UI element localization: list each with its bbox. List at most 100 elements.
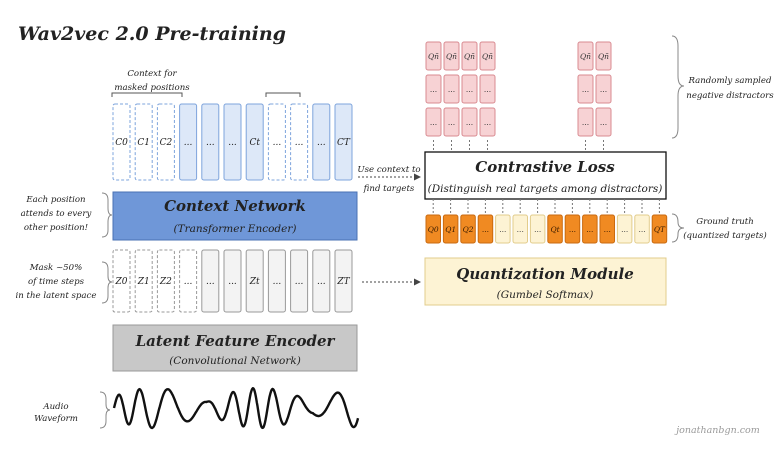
context-cell-10-box [334,103,353,181]
quant-cell-8: ... [564,214,581,244]
ground-truth-label-1: Ground truth [696,217,754,227]
negative-cell-c2-r0-box [461,41,478,71]
quant-cell-10: ... [599,214,615,244]
negative-cell-c4-r1: ... [577,74,594,104]
mask-brace [101,261,113,304]
context-cell-6: Ct [245,103,264,181]
context-cell-3: ... [179,103,198,181]
each-position-brace [101,192,113,238]
context-cell-10: CT [334,103,353,181]
context-cell-8-box [290,103,309,181]
negative-cell-c1-r0-box [443,41,460,71]
latent-cell-8: ... [290,249,309,313]
negative-cell-c1-r0-label: Qñ [446,52,457,61]
each-position-label-3: other position! [24,223,88,233]
latent-cell-1-box [134,249,153,313]
quant-cell-1-box [442,214,459,244]
quant-cell-13-box [651,214,668,244]
mask-label-1: Mask ~50% [29,263,83,273]
audio-brace [99,391,111,429]
negative-cell-c5-r1-label: ... [600,85,607,94]
latent-cell-1-label: Z1 [137,277,150,287]
negative-cell-c2-r2: ... [461,107,478,137]
context-cell-4-box [201,103,220,181]
latent-cell-3-label: ... [184,277,193,287]
quant-cell-10-label: ... [604,225,611,234]
negative-cell-c3-r1: ... [479,74,496,104]
negative-cell-c3-r1-label: ... [484,85,491,94]
negative-cell-c0-r2-box [425,107,442,137]
latent-cell-2-label: Z2 [159,277,172,287]
negatives-label-1: Randomly sampled [687,76,772,86]
context-cell-2: C2 [156,103,175,181]
negative-cell-c4-r0: Qñ [577,41,594,71]
each-position-label-1: Each position [25,195,85,205]
negative-cell-c0-r2-label: ... [430,118,437,127]
quant-cell-1-label: Q1 [445,225,456,234]
negative-cell-c0-r1-box [425,74,442,104]
negative-cell-c1-r1-box [443,74,460,104]
context-cell-6-box [245,103,264,181]
quant-cell-9-label: ... [586,225,593,234]
context-cell-1: C1 [134,103,153,181]
watermark: jonathanbgn.com [674,425,760,436]
mask-label-3: in the latent space [16,291,97,301]
context-cell-5: ... [223,103,242,181]
context-cell-1-label: C1 [137,138,150,148]
latent-cell-6: Zt [245,249,264,313]
negative-cell-c0-r1-label: ... [430,85,437,94]
audio-label-1: Audio [42,402,68,412]
quant-cell-9-box [582,214,598,244]
latent-cell-1: Z1 [134,249,153,313]
negative-cell-c1-r2-box [443,107,460,137]
contrastive-loss-subtitle: (Distinguish real targets among distract… [428,183,663,195]
context-cell-2-label: C2 [160,138,173,148]
negative-cell-c2-r1-label: ... [466,85,473,94]
quant-cell-9: ... [582,214,598,244]
quant-cell-1: Q1 [442,214,459,244]
masked-brackets [111,92,301,97]
quant-cell-11-box [616,214,633,244]
latent-encoder-title: Latent Feature Encoder [135,332,336,350]
context-cell-4-label: ... [206,138,215,148]
audio-waveform [112,386,360,430]
latent-cell-7-label: ... [273,277,282,287]
latent-cell-10-label: ZT [336,277,350,287]
latent-cell-6-box [245,249,264,313]
negative-cell-c0-r0: Qñ [425,41,442,71]
context-cell-3-box [179,103,198,181]
negative-cell-c0-r0-label: Qñ [428,52,439,61]
latent-encoder-box [112,324,358,372]
negative-cell-c5-r2-box [595,107,612,137]
negative-cell-c4-r1-box [577,74,594,104]
context-cell-4: ... [201,103,220,181]
context-cell-7-label: ... [273,138,282,148]
latent-cell-7-box [267,249,286,313]
quant-cell-5-label: ... [517,225,524,234]
quant-cell-8-label: ... [569,225,576,234]
context-masked-label-2: masked positions [114,83,190,93]
context-cell-0: C0 [112,103,131,181]
quant-cell-12-label: ... [638,225,645,234]
quant-cell-3-label: ... [482,225,489,234]
ground-truth-brace [671,213,685,243]
latent-cell-2: Z2 [156,249,175,313]
latent-cell-7: ... [267,249,286,313]
quant-cell-12: ... [634,214,650,244]
context-cell-7: ... [267,103,286,181]
quant-cell-11: ... [616,214,633,244]
quant-cell-0: Q0 [425,214,441,244]
negative-cell-c5-r0-label: Qñ [598,52,609,61]
negative-cell-c5-r0-box [595,41,612,71]
quant-cell-3-box [477,214,494,244]
latent-cell-8-label: ... [295,277,304,287]
negative-cell-c4-r0-box [577,41,594,71]
latent-cell-10-box [334,249,353,313]
quant-cell-4-box [495,214,511,244]
negative-cell-c4-r0-label: Qñ [580,52,591,61]
quant-cell-7-label: Qt [550,225,560,234]
quant-cell-3: ... [477,214,494,244]
